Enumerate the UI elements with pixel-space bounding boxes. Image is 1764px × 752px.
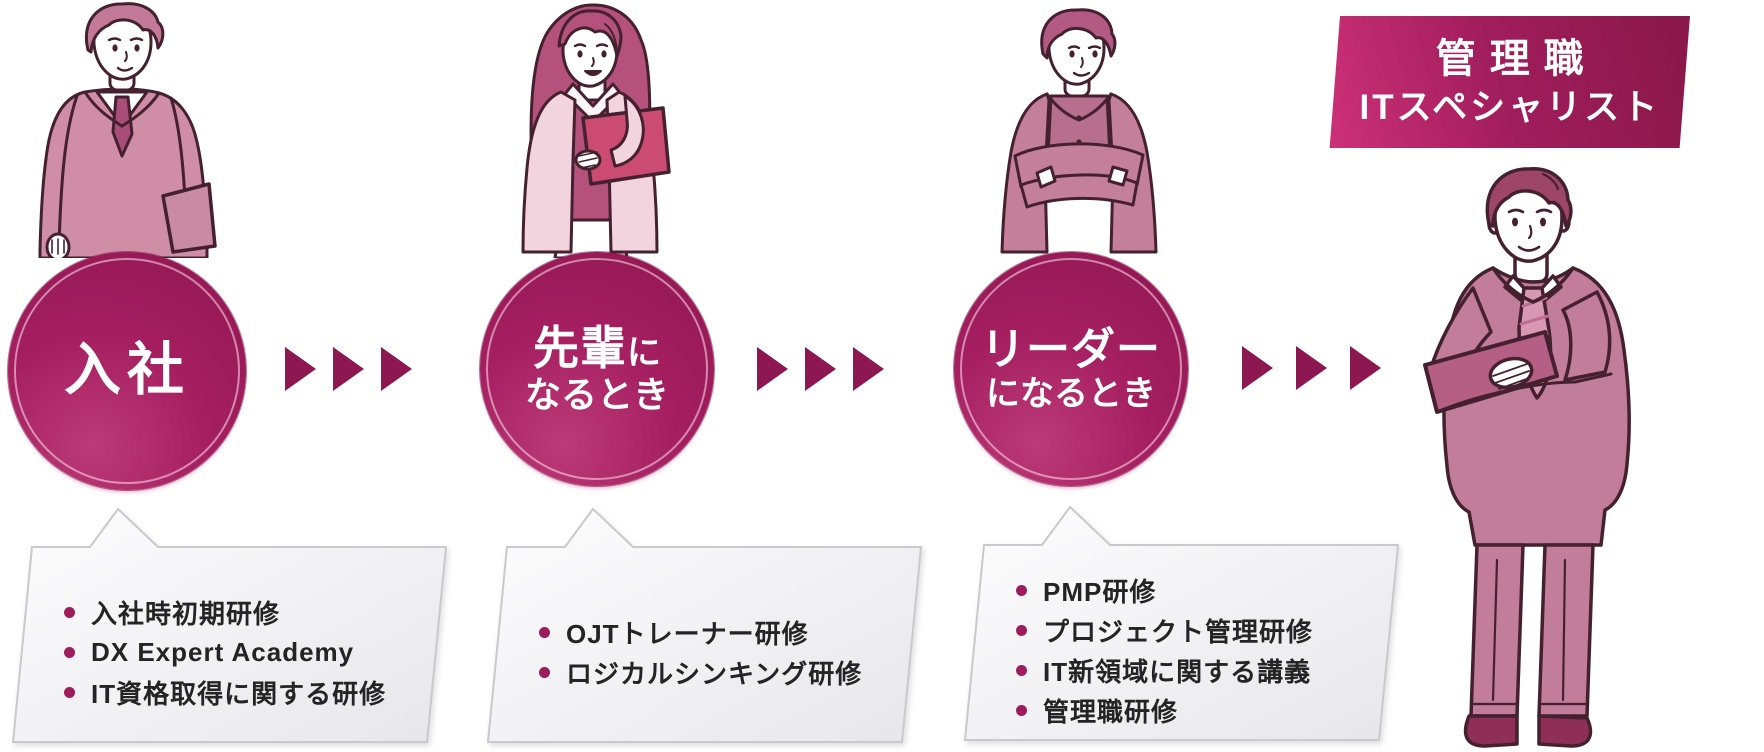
training-list-join: 入社時初期研修 DX Expert Academy IT資格取得に関する研修 [64, 547, 434, 750]
arrow-right-icon [333, 347, 364, 391]
bullet-dot-icon [1016, 585, 1027, 596]
goal-line1: 管理職 [1435, 37, 1598, 82]
illustration-businesswoman-with-folder [487, 0, 692, 258]
bullet-dot-icon [1016, 665, 1027, 676]
stage-circle-becoming-senior-label: 先輩に なるとき [524, 322, 669, 415]
stage-circle-join-label: 入社 [64, 338, 190, 403]
stage-circle-becoming-senior: 先輩に なるとき [480, 252, 714, 486]
training-item: DX Expert Academy [64, 633, 434, 673]
illustration-businessman-with-document [25, 0, 220, 258]
speech-bubble-shape [964, 505, 1400, 741]
arrow-right-icon [1296, 346, 1327, 390]
arrow-group-2 [757, 347, 884, 391]
bullet-dot-icon [64, 647, 75, 658]
arrow-right-icon [1242, 346, 1273, 390]
training-callout-join: 入社時初期研修 DX Expert Academy IT資格取得に関する研修 [12, 506, 448, 744]
illustration-manager-with-tablet [1415, 160, 1655, 752]
arrow-right-icon [1350, 346, 1381, 390]
goal-line2: ITスペシャリスト [1359, 88, 1661, 128]
bullet-dot-icon [64, 607, 75, 618]
arrow-right-icon [805, 347, 836, 391]
goal-banner-label: 管理職 ITスペシャリスト [1335, 16, 1685, 148]
training-item: 管理職研修 [1016, 691, 1386, 731]
training-item: OJTトレーナー研修 [539, 613, 909, 653]
goal-banner: 管理職 ITスペシャリスト [1329, 16, 1690, 148]
bullet-dot-icon [539, 627, 550, 638]
stage-circle-becoming-leader-label: リーダー になるとき [981, 325, 1161, 413]
bullet-dot-icon [539, 667, 550, 678]
training-callout-senior: OJTトレーナー研修 ロジカルシンキング研修 [487, 506, 923, 744]
illustration-businessman-arms-crossed [985, 4, 1180, 256]
arrow-right-icon [757, 347, 788, 391]
training-item: IT新領域に関する講義 [1016, 651, 1386, 691]
bullet-dot-icon [1016, 625, 1027, 636]
training-item: PMP研修 [1016, 571, 1386, 611]
arrow-right-icon [381, 347, 412, 391]
training-list-leader: PMP研修 プロジェクト管理研修 IT新領域に関する講義 管理職研修 [1016, 545, 1386, 748]
arrow-right-icon [853, 347, 884, 391]
speech-bubble-shape [487, 507, 923, 743]
training-callout-leader: PMP研修 プロジェクト管理研修 IT新領域に関する講義 管理職研修 [964, 504, 1400, 742]
training-item: 入社時初期研修 [64, 593, 434, 633]
arrow-group-3 [1242, 346, 1381, 390]
training-list-senior: OJTトレーナー研修 ロジカルシンキング研修 [539, 547, 909, 750]
speech-bubble-shape [12, 507, 448, 743]
bullet-dot-icon [1016, 705, 1027, 716]
training-item: プロジェクト管理研修 [1016, 611, 1386, 651]
arrow-right-icon [285, 347, 316, 391]
stage-circle-join: 入社 [8, 252, 246, 490]
training-item: IT資格取得に関する研修 [64, 673, 434, 713]
training-item: ロジカルシンキング研修 [539, 653, 909, 693]
bullet-dot-icon [64, 687, 75, 698]
stage-circle-becoming-leader: リーダー になるとき [954, 252, 1188, 486]
arrow-group-1 [285, 347, 412, 391]
